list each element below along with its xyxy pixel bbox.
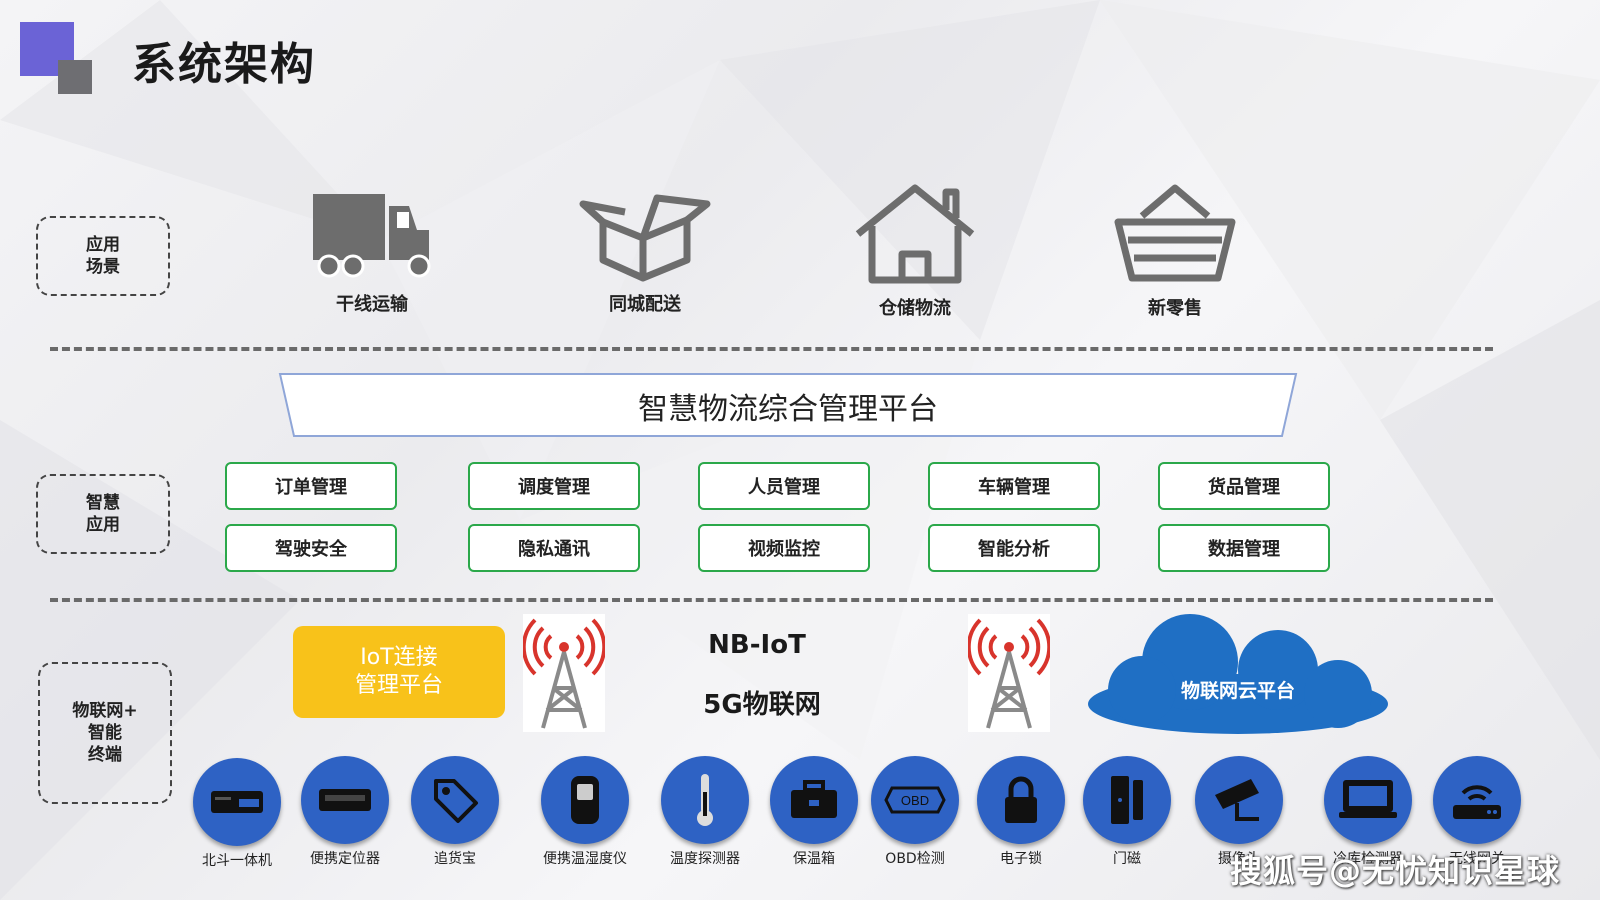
divider-top xyxy=(50,347,1493,351)
module-vehicle-management[interactable]: 车辆管理 xyxy=(928,462,1100,510)
tower-right xyxy=(966,614,1052,732)
terminal-label: 摄像头 xyxy=(1218,851,1260,867)
truck-icon xyxy=(313,194,431,278)
basket-icon xyxy=(1114,184,1236,282)
house-icon xyxy=(855,184,975,284)
toolbox-icon xyxy=(770,756,858,844)
terminal-beidou: 北斗一体机 xyxy=(178,758,296,870)
svg-text:OBD: OBD xyxy=(901,793,929,808)
obd-icon: OBD xyxy=(871,756,959,844)
platform-banner xyxy=(278,373,1298,437)
terminal-camera: 摄像头 xyxy=(1180,756,1298,868)
scenario-label: 新零售 xyxy=(1148,298,1202,319)
gps-device-icon xyxy=(193,758,281,846)
lane-iot-terminals: 物联网+ 智能 终端 xyxy=(38,662,172,804)
module-goods-management[interactable]: 货品管理 xyxy=(1158,462,1330,510)
scenario-label: 仓储物流 xyxy=(879,298,951,319)
terminal-door-sensor: 门磁 xyxy=(1068,756,1186,868)
iot-platform-box: IoT连接 管理平台 xyxy=(293,626,505,718)
network-nbiot: NB-IoT xyxy=(708,630,806,660)
signal-tower-icon xyxy=(966,618,1052,729)
module-staff-management[interactable]: 人员管理 xyxy=(698,462,870,510)
platform-title: 智慧物流综合管理平台 xyxy=(638,392,938,427)
module-data-management[interactable]: 数据管理 xyxy=(1158,524,1330,572)
module-dispatch-management[interactable]: 调度管理 xyxy=(468,462,640,510)
hygrometer-icon xyxy=(541,756,629,844)
terminal-label: OBD检测 xyxy=(885,851,945,867)
box-icon xyxy=(579,194,711,282)
terminal-label: 冷库检测器 xyxy=(1333,851,1403,867)
module-smart-analysis[interactable]: 智能分析 xyxy=(928,524,1100,572)
scenario-warehouse: 仓储物流 xyxy=(825,182,1005,320)
logo-square-gray xyxy=(58,60,92,94)
module-private-communication[interactable]: 隐私通讯 xyxy=(468,524,640,572)
terminal-label: 无线网关 xyxy=(1449,851,1505,867)
terminal-locator: 便携定位器 xyxy=(286,756,404,868)
cloud-label: 物联网云平台 xyxy=(1180,680,1295,702)
module-video-monitoring[interactable]: 视频监控 xyxy=(698,524,870,572)
scenario-city-delivery: 同城配送 xyxy=(555,190,735,316)
iot-platform-line2: 管理平台 xyxy=(354,673,443,698)
router-icon xyxy=(1433,756,1521,844)
scenario-label: 同城配送 xyxy=(609,294,681,315)
iot-platform-line1: IoT连接 xyxy=(360,645,438,670)
cloud-shape xyxy=(1088,614,1388,734)
signal-tower-icon xyxy=(521,618,607,729)
page-title: 系统架构 xyxy=(132,39,316,90)
scenario-trunk-transport: 干线运输 xyxy=(282,190,462,316)
terminal-label: 保温箱 xyxy=(793,851,835,867)
scenario-label: 干线运输 xyxy=(336,294,408,315)
lock-icon xyxy=(977,756,1065,844)
watermark: 搜狐号@无忧知识星球 xyxy=(1229,852,1560,890)
network-5g: 5G物联网 xyxy=(703,690,821,720)
terminal-label: 电子锁 xyxy=(1000,851,1042,867)
tag-icon xyxy=(411,756,499,844)
terminal-tracker: 追货宝 xyxy=(396,756,514,868)
terminal-label: 温度探测器 xyxy=(670,851,740,867)
thermometer-icon xyxy=(661,756,749,844)
scenario-new-retail: 新零售 xyxy=(1085,182,1265,320)
terminal-incubator: 保温箱 xyxy=(755,756,873,868)
terminal-gateway: 无线网关 xyxy=(1418,756,1536,868)
terminal-e-lock: 电子锁 xyxy=(962,756,1080,868)
terminal-label: 追货宝 xyxy=(434,851,476,867)
terminal-label: 便携定位器 xyxy=(310,851,380,867)
terminal-obd: OBD OBD检测 xyxy=(856,756,974,868)
terminal-label: 北斗一体机 xyxy=(202,853,272,869)
terminal-temp-probe: 温度探测器 xyxy=(640,756,770,868)
terminal-cold-storage: 冷库检测器 xyxy=(1304,756,1432,868)
cold-monitor-icon xyxy=(1324,756,1412,844)
terminal-hygrometer: 便携温湿度仪 xyxy=(516,756,654,868)
door-sensor-icon xyxy=(1083,756,1171,844)
camera-icon xyxy=(1195,756,1283,844)
divider-bottom xyxy=(50,598,1493,602)
terminal-label: 便携温湿度仪 xyxy=(543,851,627,867)
lane-smart-apps: 智慧 应用 xyxy=(36,474,170,554)
lane-scenarios: 应用 场景 xyxy=(36,216,170,296)
module-driving-safety[interactable]: 驾驶安全 xyxy=(225,524,397,572)
tower-left xyxy=(521,614,607,732)
terminal-label: 门磁 xyxy=(1113,851,1141,867)
locator-icon xyxy=(301,756,389,844)
module-order-management[interactable]: 订单管理 xyxy=(225,462,397,510)
